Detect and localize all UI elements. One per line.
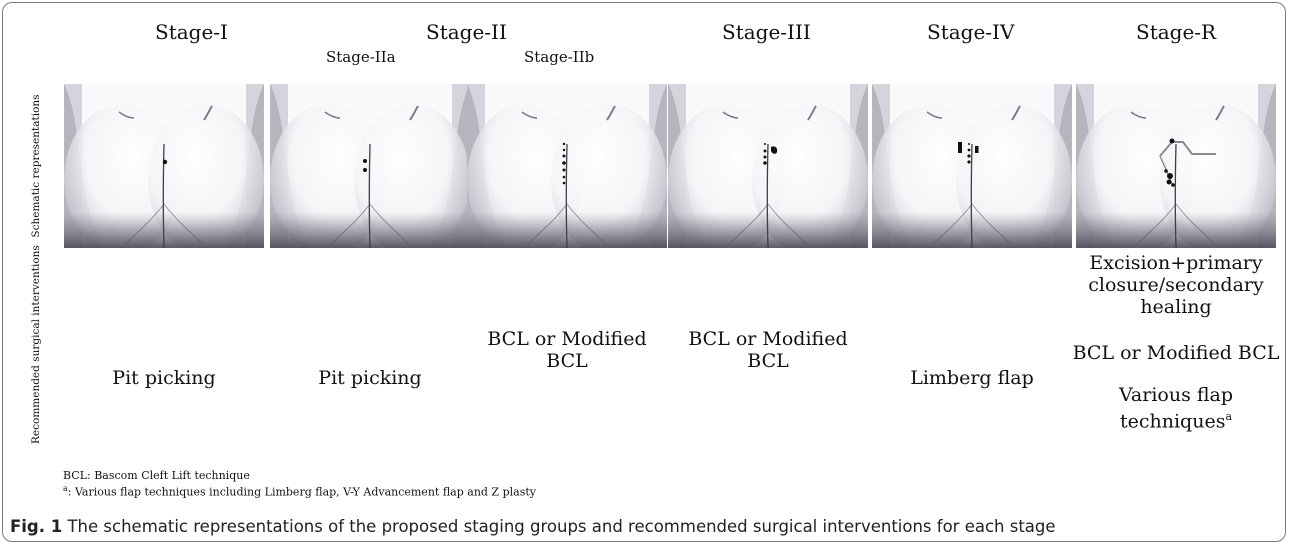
footnote-marker: a xyxy=(1225,410,1232,423)
pit-marker xyxy=(763,161,767,165)
schematic-stage-iia xyxy=(270,84,470,248)
pit-marker xyxy=(1167,173,1173,179)
schematic-stage-iv xyxy=(872,84,1072,248)
lesion-marker xyxy=(975,146,979,153)
intervention-line: BCL xyxy=(462,350,672,372)
footnote-text: : Various flap techniques including Limb… xyxy=(68,486,536,499)
intervention-line: Various flap xyxy=(1066,384,1286,406)
intervention-stage-iv: Limberg flap xyxy=(882,367,1062,389)
stage-iia-heading: Stage-IIa xyxy=(326,48,396,66)
intervention-line: techniquesa xyxy=(1066,406,1286,432)
pit-marker xyxy=(764,156,767,159)
schematic-stage-r xyxy=(1076,84,1276,248)
pit-marker xyxy=(1171,183,1175,187)
intervention-line: BCL or Modified BCL xyxy=(1066,342,1286,364)
pit-marker xyxy=(967,154,970,157)
pit-marker xyxy=(563,155,566,158)
intervention-line: closure/secondary xyxy=(1066,274,1286,296)
pit-marker xyxy=(363,159,367,163)
intervention-stage-r: Excision+primary closure/secondary heali… xyxy=(1066,252,1286,432)
intervention-stage-i: Pit picking xyxy=(74,367,254,389)
schematic-stage-i xyxy=(64,84,264,248)
footnote-bcl: BCL: Bascom Cleft Lift technique xyxy=(63,469,250,482)
intervention-text: techniques xyxy=(1120,410,1225,432)
pit-marker xyxy=(764,150,767,153)
pit-marker xyxy=(1167,180,1172,185)
pit-marker xyxy=(968,149,971,152)
caption-label: Fig. 1 xyxy=(10,517,62,536)
intervention-line: BCL or Modified xyxy=(462,328,672,350)
intervention-stage-iii: BCL or Modified BCL xyxy=(663,328,873,372)
pit-marker xyxy=(563,176,566,179)
stage-ii-heading: Stage-II xyxy=(426,20,507,44)
pit-marker xyxy=(562,161,566,165)
pit-marker xyxy=(563,182,566,185)
stage-iv-heading: Stage-IV xyxy=(927,20,1014,44)
stage-r-heading: Stage-R xyxy=(1136,20,1216,44)
pit-marker xyxy=(764,143,766,145)
schematic-stage-iii xyxy=(668,84,868,248)
lesion-marker xyxy=(958,142,962,153)
schematic-stage-iib xyxy=(467,84,667,248)
pit-marker xyxy=(363,168,367,172)
caption-text: The schematic representations of the pro… xyxy=(62,517,1055,536)
intervention-stage-iia: Pit picking xyxy=(280,367,460,389)
pit-marker xyxy=(563,143,565,145)
pit-marker xyxy=(563,149,565,151)
intervention-line: BCL xyxy=(663,350,873,372)
intervention-stage-iib: BCL or Modified BCL xyxy=(462,328,672,372)
row-label-interventions: Recommended surgical interventions xyxy=(30,250,42,444)
pit-marker xyxy=(1170,139,1175,144)
intervention-line: Excision+primary xyxy=(1066,252,1286,274)
stage-iib-heading: Stage-IIb xyxy=(524,48,594,66)
pit-marker xyxy=(563,169,566,172)
pit-marker xyxy=(1164,169,1168,173)
intervention-line: healing xyxy=(1066,296,1286,318)
intervention-line: BCL or Modified xyxy=(663,328,873,350)
pit-marker xyxy=(968,143,970,145)
pit-marker xyxy=(163,160,167,164)
stage-iii-heading: Stage-III xyxy=(722,20,811,44)
stage-i-heading: Stage-I xyxy=(155,20,228,44)
row-label-schematic: Schematic representations xyxy=(30,91,42,241)
figure-caption: Fig. 1 The schematic representations of … xyxy=(10,517,1056,536)
footnote-flap: a: Various flap techniques including Lim… xyxy=(63,484,536,499)
pit-marker xyxy=(967,160,970,163)
